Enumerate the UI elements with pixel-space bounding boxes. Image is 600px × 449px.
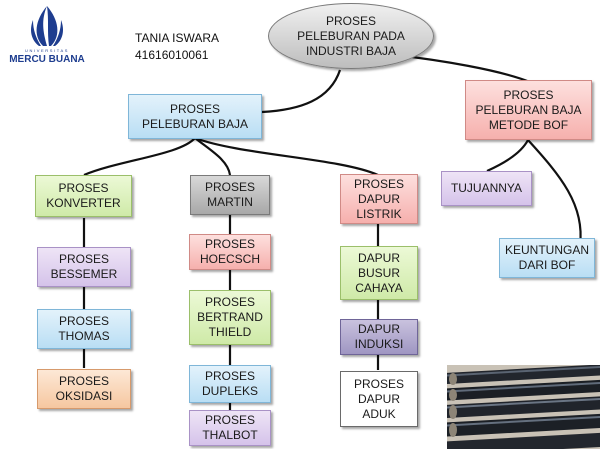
column-konverter-header: PROSES KONVERTER [35,175,132,217]
university-logo: UNIVERSITAS MERCU BUANA [3,2,91,74]
logo-name: MERCU BUANA [9,54,85,65]
mercu-buana-flame-icon [31,6,63,46]
konverter-item-oksidasi: PROSES OKSIDASI [37,369,131,409]
connector-root-bof [394,53,531,84]
konverter-item-thomas: PROSES THOMAS [37,309,131,349]
branch-peleburan-bof: PROSES PELEBURAN BAJA METODE BOF [465,80,592,140]
steel-pipes-photo [447,365,600,449]
logo-subtitle: UNIVERSITAS [25,48,69,53]
steel-pipes-image [447,365,600,449]
listrik-item-dapur-induksi: DAPUR INDUKSI [340,319,418,355]
listrik-item-dapur-busur-cahaya: DAPUR BUSUR CAHAYA [340,246,418,300]
connector-root-peleburan [261,69,342,114]
martin-item-thalbot: PROSES THALBOT [189,410,271,446]
branch-peleburan-baja: PROSES PELEBURAN BAJA [128,94,262,139]
connector-peleburan-listrik [194,136,379,177]
bof-item-tujuannya: TUJUANNYA [441,171,532,206]
author-name: TANIA ISWARA [135,31,220,45]
author-block: TANIA ISWARA 41616010061 [135,30,219,65]
martin-item-bertrand-thield: PROSES BERTRAND THIELD [189,290,271,345]
column-martin-header: PROSES MARTIN [190,175,270,215]
connector-bof-keuntungan [527,139,582,246]
connector-peleburan-konverter [83,137,196,177]
martin-item-hoecsch: PROSES HOECSCH [189,234,271,270]
connector-peleburan-martin [194,137,232,176]
bof-item-keuntungan: KEUNTUNGAN DARI BOF [499,238,595,278]
connector-bof-tujuannya [486,139,529,172]
root-node: PROSES PELEBURAN PADA INDUSTRI BAJA [268,3,434,69]
author-id: 41616010061 [135,48,209,63]
column-dapur-listrik-header: PROSES DAPUR LISTRIK [340,174,418,224]
martin-item-dupleks: PROSES DUPLEKS [189,365,271,403]
listrik-item-proses-dapur-aduk: PROSES DAPUR ADUK [340,371,418,427]
konverter-item-bessemer: PROSES BESSEMER [37,247,131,287]
